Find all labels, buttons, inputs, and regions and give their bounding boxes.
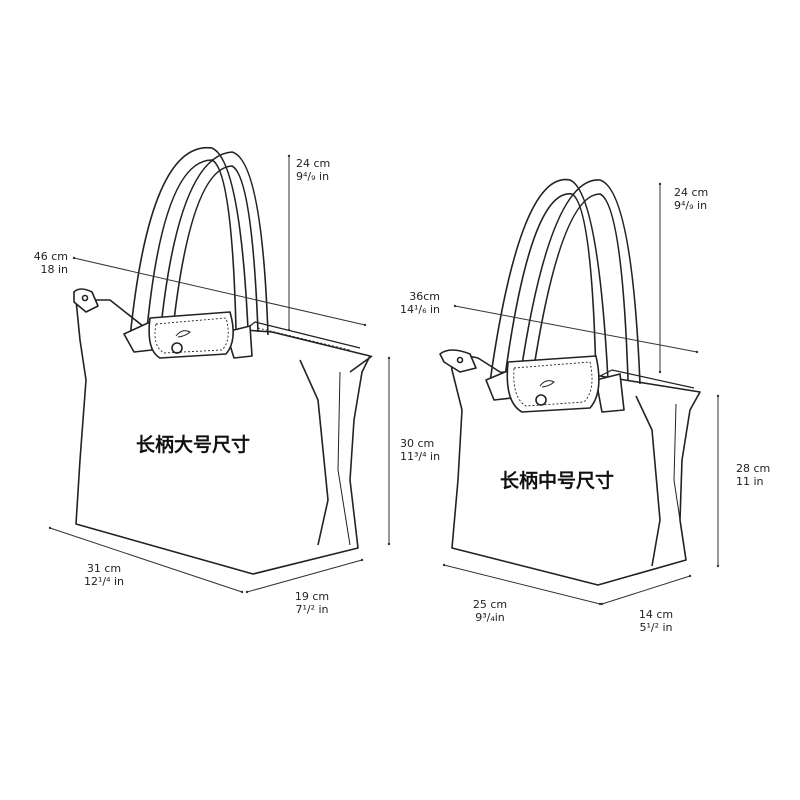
large-bag-drawing [73,147,373,575]
large-handle-cm: 24 cm [296,157,331,170]
medium-bottom-dimension: 25 cm 9³/₄in [466,598,514,624]
medium-height-cm: 28 cm [736,462,771,475]
large-bag-title: 长柄大号尺寸 [136,434,251,456]
medium-bag-dimension-lines [442,182,720,606]
medium-handle-in: 9⁴/₉ in [674,199,708,212]
medium-handle-dimension: 24 cm 9⁴/₉ in [674,186,708,212]
large-depth-dimension: 19 cm 7¹/² in [292,590,332,616]
medium-bottom-in: 9³/₄in [475,611,505,624]
large-height-cm: 30 cm [400,437,435,450]
large-length-in: 18 in [40,263,68,276]
medium-length-dimension: 36cm 14¹/₆ in [396,290,440,316]
large-depth-cm: 19 cm [294,590,330,603]
medium-handle-cm: 24 cm [674,186,709,199]
large-bottom-in: 12¹/⁴ in [83,575,125,588]
large-handle-dimension: 24 cm 9⁴/₉ in [296,157,330,183]
medium-height-in: 11 in [736,475,764,488]
medium-bag-title: 长柄中号尺寸 [500,470,615,492]
medium-bag-drawing [439,178,701,586]
medium-depth-cm: 14 cm [638,608,674,621]
large-handle-in: 9⁴/₉ in [296,170,330,183]
large-height-dimension: 30 cm 11³/⁴ in [400,437,440,463]
medium-depth-in: 5¹/² in [639,621,673,634]
large-bottom-dimension: 31 cm 12¹/⁴ in [78,562,130,588]
large-bottom-cm: 31 cm [86,562,122,575]
large-height-in: 11³/⁴ in [400,450,441,463]
large-depth-in: 7¹/² in [295,603,329,616]
medium-length-in: 14¹/₆ in [399,303,440,316]
medium-bottom-cm: 25 cm [472,598,508,611]
large-length-cm: 46 cm [33,250,68,263]
large-length-dimension: 46 cm 18 in [28,250,68,276]
large-bag-dimension-lines [48,154,391,594]
medium-depth-dimension: 14 cm 5¹/² in [634,608,678,634]
medium-length-cm: 36cm [409,290,440,303]
medium-height-dimension: 28 cm 11 in [736,462,770,488]
